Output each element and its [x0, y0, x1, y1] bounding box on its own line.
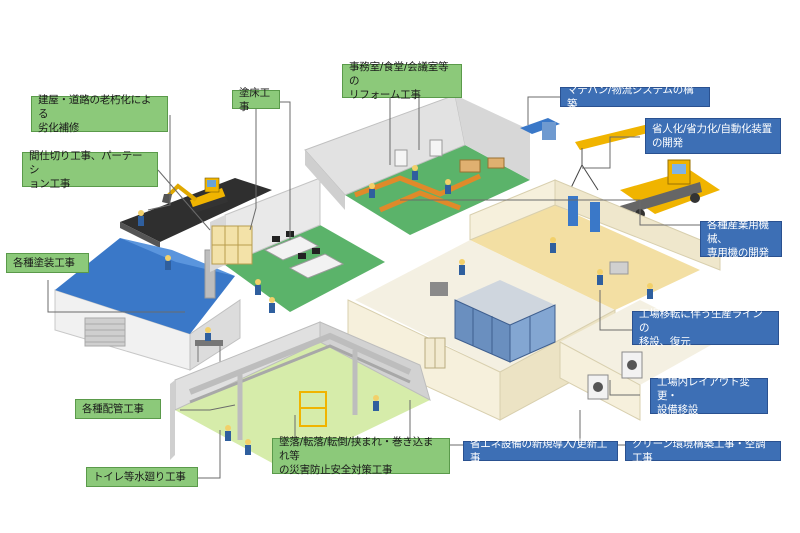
label-layout-change: 工場内レイアウト変更・ 設備移設	[650, 376, 768, 416]
glass-partition	[211, 225, 253, 265]
label-floor-coating: 塗床工事	[232, 87, 280, 113]
clean-room-workers	[459, 259, 465, 275]
label-building-road-repair: 建屋・道路の老朽化による 劣化補修	[31, 94, 168, 134]
right-room-workers	[550, 237, 653, 299]
office-workers	[255, 279, 275, 313]
worker-road	[138, 210, 144, 226]
safety-frame	[299, 391, 327, 427]
label-industrial-machine: 各種産業用機械、 専用機の開発	[700, 219, 782, 259]
right-room-floor-yellow	[470, 205, 700, 310]
machine-columns	[568, 196, 600, 232]
label-piping-work: 各種配管工事	[75, 399, 161, 419]
label-energy-saving: 省エネ設備の新規導入/更新工事	[463, 438, 618, 464]
road-area-edge	[120, 222, 160, 248]
house-shutter	[84, 317, 126, 347]
label-safety-measures: 墜落/転落/転倒/挟まれ・巻き込まれ等 の災害防止安全対策工事	[272, 436, 450, 476]
label-automation-device: 省人化/省力化/自動化装置 の開発	[645, 118, 781, 154]
excavator	[162, 177, 228, 214]
office-desks	[263, 231, 345, 279]
label-line-relocation: 工場移転に伴う生産ラインの 移設、復元	[632, 308, 779, 348]
top-room-floor	[345, 145, 530, 235]
door	[424, 337, 446, 369]
house-side-wall	[189, 299, 241, 371]
top-room-left-wall	[305, 150, 345, 210]
conveyor-line	[354, 139, 505, 213]
pipes	[188, 332, 412, 440]
pipe-room-left-wall	[170, 380, 175, 460]
label-plumbing-work: トイレ等水廻り工事	[86, 467, 198, 487]
label-material-handling: マテハン/物流システムの構築	[560, 84, 710, 110]
painter-scaffold	[165, 255, 223, 362]
top-room-right-wall	[455, 95, 530, 180]
equipment-gray	[430, 282, 448, 296]
label-office-renovation: 事務室/食堂/会議室等の リフォーム工事	[342, 61, 462, 101]
hvac-units	[587, 351, 643, 400]
clean-booth	[454, 280, 556, 363]
crane-truck	[569, 120, 720, 219]
label-partition-work: 間仕切り工事、パーテーシ ョン工事	[22, 150, 158, 190]
label-painting-work: 各種塗装工事	[6, 253, 89, 273]
label-clean-environment: クリーン環境構築工事・空調工事	[625, 438, 781, 464]
pipe-room-workers	[225, 395, 379, 455]
top-room-workers	[369, 165, 451, 198]
small-truck	[520, 118, 560, 140]
